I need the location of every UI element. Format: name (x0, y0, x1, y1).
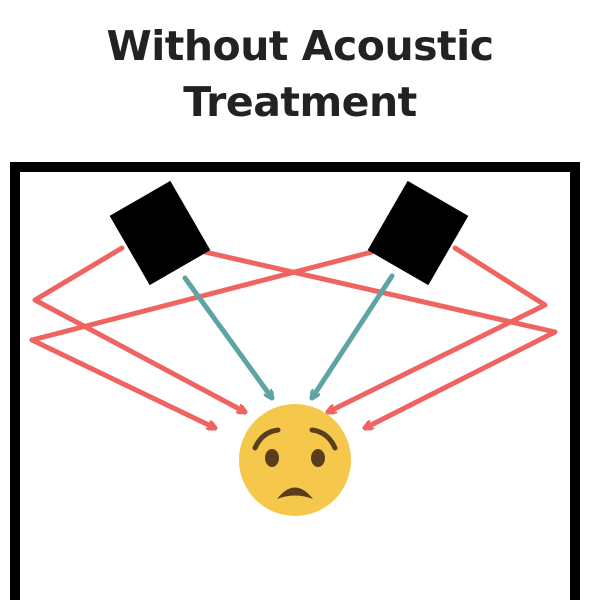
title-line-1: Without Acoustic (106, 22, 494, 70)
reflection-path-left-2 (29, 337, 215, 428)
direct-path-right (312, 273, 395, 398)
diagram-title: Without Acoustic Treatment (0, 18, 600, 130)
reflected-sound-paths (29, 245, 558, 431)
anxious-face-icon (239, 404, 351, 516)
direct-path-left (182, 275, 272, 398)
direct-sound-paths (182, 273, 395, 398)
speaker-right (367, 180, 469, 286)
reflection-path-right-1 (328, 245, 548, 415)
room-walls (10, 162, 580, 600)
speaker-left (109, 180, 211, 286)
title-line-2: Treatment (183, 78, 417, 126)
reflection-path-cross-2 (29, 249, 375, 343)
reflection-path-left-1 (32, 245, 245, 412)
reflection-path-cross-1 (202, 249, 558, 431)
